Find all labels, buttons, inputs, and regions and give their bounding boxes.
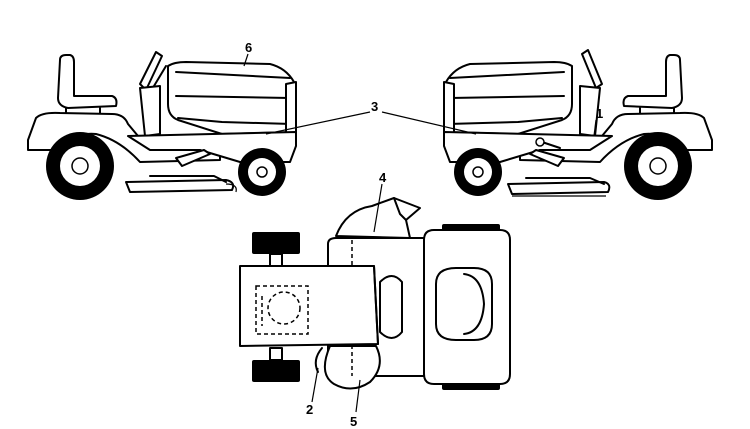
callout-5: 5	[350, 414, 357, 429]
leader-6	[243, 53, 249, 67]
leader-4	[373, 183, 383, 233]
tractor-top-view	[239, 197, 511, 390]
callout-1: 1	[596, 106, 603, 121]
callout-leaders	[243, 53, 597, 413]
callout-3: 3	[371, 99, 378, 114]
leader-5	[355, 379, 361, 413]
callout-2: 2	[306, 402, 313, 417]
leader-3a	[265, 111, 371, 135]
leader-3b	[381, 111, 477, 135]
callout-6: 6	[245, 40, 252, 55]
callout-4: 4	[379, 170, 387, 185]
leader-1	[593, 119, 597, 137]
leader-2	[311, 367, 319, 403]
tractor-right-side-view	[443, 49, 713, 200]
callout-labels: 1 2 3 4 5 6	[245, 40, 603, 429]
tractor-left-side-view	[27, 51, 297, 200]
